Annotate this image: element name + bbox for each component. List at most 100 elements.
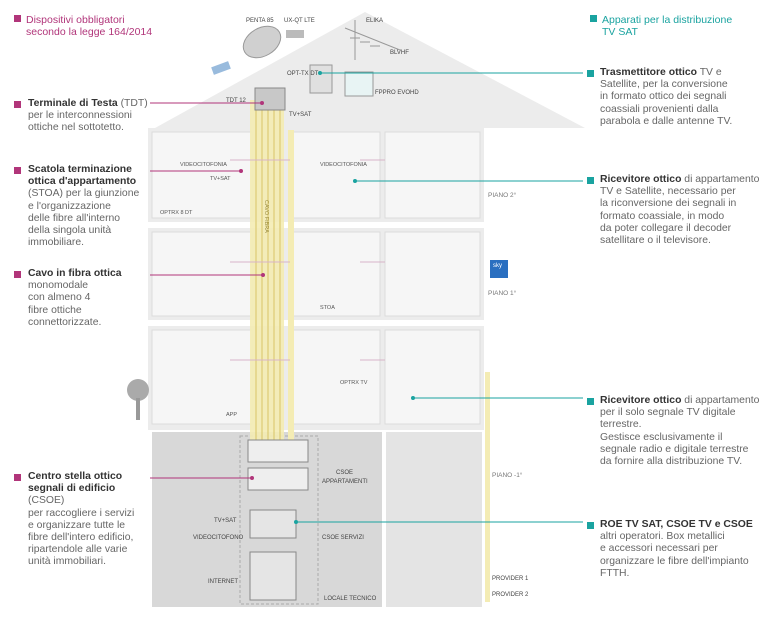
annotation-tx-title: Trasmettitore ottico: [600, 67, 697, 78]
floor-slab-1: [148, 320, 484, 326]
lnb-device: [286, 30, 304, 38]
annotation-csoe-title2: segnali di edificio: [28, 483, 116, 495]
annotation-csoe-line5: unità immobiliari.: [28, 556, 106, 568]
annotation-rx-sat-line1: TV e Satellite, necessario per: [600, 186, 736, 198]
floor-label-2: PIANO 2°: [488, 192, 517, 199]
camera: [211, 61, 231, 75]
tv-antenna: [344, 20, 401, 60]
roof-tvsat-label: TV+SAT: [289, 112, 312, 118]
annotation-rx-tv-line4: segnale radio e digitale terrestre: [600, 443, 749, 455]
apt-label: APP: [226, 412, 238, 418]
tvsat-endpoints: [294, 71, 415, 524]
provider2-label: PROVIDER 2: [492, 592, 529, 598]
csoe-app-label-1: CSOE: [336, 470, 354, 476]
basement-right: [386, 432, 482, 607]
legend-tvsat: Apparati per la distribuzione TV SAT: [590, 14, 732, 38]
optrx-tv-label: OPTRX TV: [340, 380, 368, 386]
legend-tvsat-marker: [590, 15, 597, 22]
stoa-label: STOA: [320, 305, 335, 311]
tvsat-leader-lines: [296, 72, 583, 523]
annotation-cable: Cavo in fibra ottica monomodale con alme…: [28, 268, 153, 329]
annotation-tx-line1: Satellite, per la conversione: [600, 79, 728, 91]
optrx-label: OPTRX 8 DT: [160, 210, 193, 216]
mandatory-leader-lines: [150, 102, 263, 479]
annotation-stoa-line5: immobiliare.: [28, 237, 85, 249]
fiber-riser-2: [288, 130, 294, 445]
annotation-csoe: Centro stella ottico segnali di edificio…: [28, 471, 153, 569]
roe-marker: [587, 522, 594, 529]
annotation-rx-sat-line3: formato coassiale, in modo: [600, 210, 725, 222]
videocitofonia-label: VIDEOCITOFONIA: [180, 162, 227, 168]
annotation-stoa-line2: e l'organizzazione: [28, 200, 111, 212]
blvhf-label: BLVHF: [390, 50, 409, 56]
annotation-tx-line4: parabola e dalle antenne TV.: [600, 115, 733, 127]
tdt-box: [254, 87, 286, 111]
annotation-rx-tv-line3: Gestisce esclusivamente il: [600, 431, 723, 443]
annotation-csoe-title-suffix: (CSOE): [28, 495, 65, 507]
annotation-tdt-line1: per le interconnessioni: [28, 110, 132, 122]
tx-marker: [587, 70, 594, 77]
floor-label-minus1: PIANO -1°: [492, 472, 523, 479]
annotation-stoa-title: Scatola terminazione: [28, 164, 132, 175]
annotation-csoe-line3: fibre dell'intero edificio,: [28, 532, 134, 544]
annotation-rx-tv-line1: per il solo segnale TV digitale: [600, 407, 736, 419]
csoe-app-label-2: APPARTAMENTI: [322, 479, 368, 485]
opt-tx-box: [309, 64, 333, 94]
cable-marker: [14, 271, 21, 278]
floor-slab-2: [148, 222, 484, 228]
fiber-riser: [250, 100, 284, 445]
riser-label: CAVO FIBRA: [263, 200, 269, 233]
apt-connections: [230, 159, 385, 361]
annotation-tdt: Terminale di Testa (TDT) per le intercon…: [28, 98, 153, 135]
legend-mandatory-line1: Dispositivi obbligatori: [26, 14, 125, 26]
annotation-stoa: Scatola terminazione ottica d'appartamen…: [28, 164, 153, 249]
lnb-label: UX-QT LTE: [284, 18, 315, 24]
annotation-roe-line4: FTTH.: [600, 567, 630, 579]
annotation-csoe-line4: ripartendole alle varie: [28, 544, 128, 556]
annotation-rx-tv-line5: da fornire alla distribuzione TV.: [600, 456, 743, 468]
annotation-roe-line1: altri operatori. Box metallici: [600, 531, 725, 543]
annotation-tx-line2: in formato ottico dei segnali: [600, 91, 727, 103]
annotation-cable-line4: connettorizzate.: [28, 316, 102, 328]
penta-label: PENTA 85: [246, 18, 274, 24]
sky-icon: sky: [493, 263, 502, 269]
apartment-panels: [151, 131, 481, 425]
basement-tvsat-label: TV+SAT: [214, 518, 237, 524]
annotation-tx: Trasmettitore ottico TV e Satellite, per…: [600, 67, 766, 128]
annotation-rx-tv: Ricevitore ottico di appartamento per il…: [600, 395, 766, 468]
legend-mandatory-line2: secondo la legge 164/2014: [26, 26, 153, 38]
annotation-rx-tv-first: di appartamento: [681, 395, 760, 406]
videocitofonia-label-2: VIDEOCITOFONIA: [320, 162, 367, 168]
floor-label-1: PIANO 1°: [488, 290, 517, 297]
annotation-roe: ROE TV SAT, CSOE TV e CSOE altri operato…: [600, 519, 766, 580]
annotation-roe-line3: organizzare le fibre dell'impianto: [600, 555, 749, 567]
annotation-cable-line3: fibre ottiche: [28, 304, 82, 316]
annotation-stoa-line3: delle fibre all'interno: [28, 212, 121, 224]
annotation-cable-line2: con almeno 4: [28, 292, 91, 304]
annotation-roe-title: ROE TV SAT, CSOE TV e CSOE: [600, 519, 753, 530]
annotation-stoa-title2: ottica d'appartamento: [28, 176, 137, 188]
provider1-label: PROVIDER 1: [492, 576, 529, 582]
annotation-csoe-title: Centro stella ottico: [28, 471, 123, 482]
mandatory-endpoints: [239, 101, 265, 480]
rx-tv-marker: [587, 398, 594, 405]
annotation-csoe-line2: e organizzare tutte le: [28, 519, 126, 531]
legend-mandatory-marker: [14, 15, 21, 22]
legend-mandatory: Dispositivi obbligatori secondo la legge…: [14, 14, 152, 38]
apt-tvsat-label: TV+SAT: [210, 176, 231, 182]
annotation-stoa-line4: della singola unità: [28, 225, 112, 237]
annotation-roe-line2: e accessori necessari per: [600, 543, 718, 555]
legend-tvsat-line1: Apparati per la distribuzione: [602, 14, 733, 26]
annotation-rx-tv-line2: terrestre.: [600, 419, 642, 431]
sky-icon-bg: [490, 260, 508, 278]
annotation-rx-sat-line5: satellitare o il televisore.: [600, 235, 711, 247]
provider-cable: [485, 372, 490, 602]
tdt-marker: [14, 101, 21, 108]
annotation-rx-sat-line4: da poter collegare il decoder: [600, 222, 732, 234]
opt-tx-label: OPT-TX DT: [287, 71, 319, 77]
annotation-rx-sat-line2: la riconversione dei segnali in: [600, 198, 737, 210]
internet-label: INTERNET: [208, 579, 238, 585]
stoa-marker: [14, 167, 21, 174]
locale-tecnico-box: [239, 435, 319, 605]
